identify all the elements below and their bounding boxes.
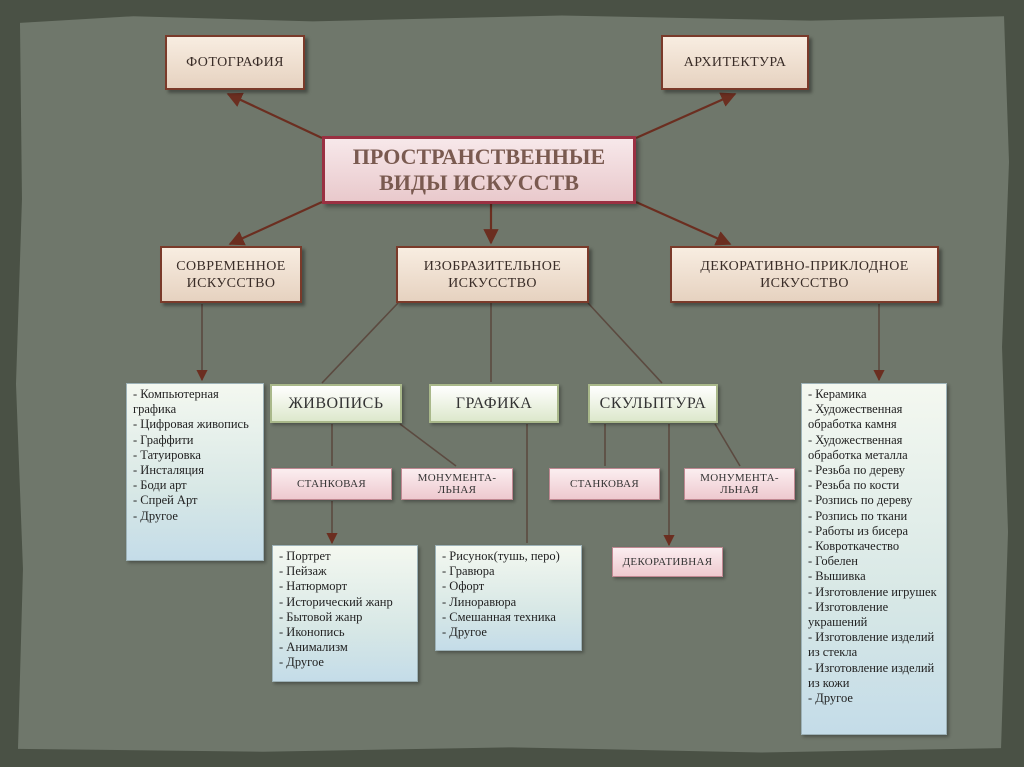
list-item: - Розпись по дереву	[808, 493, 913, 508]
list-item: - Офорт	[442, 579, 485, 594]
graphics-techniques-list: - Рисунок(тушь, перо) - Гравюра - Офорт …	[435, 545, 582, 651]
sculpture-easel-box: СТАНКОВАЯ	[549, 468, 660, 500]
modern-art-box: СОВРЕМЕННОЕ ИСКУССТВО	[160, 246, 302, 303]
list-item: - Изготовление игрушек	[808, 584, 937, 599]
list-item: - Боди арт	[133, 478, 187, 493]
list-item: - Работы из бисера	[808, 523, 909, 538]
arrow-to-modern	[228, 200, 323, 246]
list-item: - Изготовление изделий из кожи	[808, 660, 935, 690]
list-item: - Цифровая живопись	[133, 417, 249, 432]
list-item: - Вышивка	[808, 569, 866, 584]
list-item: - Другое	[279, 655, 324, 670]
list-item: - Другое	[442, 625, 487, 640]
list-item: - Бытовой жанр	[279, 609, 363, 624]
list-item: - Резьба по дереву	[808, 463, 905, 478]
line-sculpture-monumental	[714, 423, 741, 467]
painting-easel-box: СТАНКОВАЯ	[271, 468, 392, 500]
list-item: - Художественная обработка камня	[808, 402, 903, 432]
sculpture-monumental-box: МОНУМЕНТА-ЛЬНАЯ	[684, 468, 795, 500]
list-item: - Изготовление изделий из стекла	[808, 630, 935, 660]
line-fine-sculpture	[587, 302, 663, 384]
list-item: - Художественная обработка металла	[808, 432, 908, 462]
list-item: - Рисунок(тушь, перо)	[442, 549, 560, 563]
decorative-crafts-list: - Керамика - Художественная обработка ка…	[801, 383, 947, 735]
list-item: - Розпись по ткани	[808, 508, 908, 523]
photography-box: ФОТОГРАФИЯ	[165, 35, 305, 90]
painting-box: ЖИВОПИСЬ	[270, 384, 402, 423]
list-item: - Изготовление украшений	[808, 599, 889, 630]
sculpture-decorative-box: ДЕКОРАТИВНАЯ	[612, 547, 723, 577]
list-item: - Иконопись	[279, 625, 345, 640]
list-item: - Компьютерная графика	[133, 387, 219, 417]
list-item: - Натюрморт	[279, 579, 348, 594]
fine-art-box: ИЗОБРАЗИТЕЛЬНОЕ ИСКУССТВО	[396, 246, 589, 303]
decorative-art-box: ДЕКОРАТИВНО-ПРИКЛОДНОЕ ИСКУССТВО	[670, 246, 939, 303]
list-item: - Граффити	[133, 432, 194, 447]
list-item: - Инсталяция	[133, 463, 204, 478]
list-item: - Татуировка	[133, 447, 201, 462]
center-title-box: ПРОСТРАНСТВЕННЫЕ ВИДЫ ИСКУССТВ	[322, 136, 636, 204]
list-item: - Исторический жанр	[279, 594, 393, 609]
painting-genres-list: - Портрет - Пейзаж - Натюрморт - Историч…	[272, 545, 418, 682]
arrow-to-architecture	[635, 92, 737, 140]
list-item: - Ковроткачество	[808, 539, 900, 554]
arrow-to-decorative	[635, 200, 732, 246]
line-painting-monumental	[399, 423, 457, 467]
list-item: - Портрет	[279, 549, 331, 563]
list-item: - Линоравюра	[442, 594, 517, 609]
list-item: - Смешанная техника	[442, 609, 556, 624]
graphics-box: ГРАФИКА	[429, 384, 559, 423]
list-item: - Резьба по кости	[808, 478, 900, 493]
list-item: - Другое	[808, 691, 853, 706]
list-item: - Гобелен	[808, 554, 858, 569]
list-item: - Другое	[133, 508, 178, 523]
modern-art-list: - Компьютерная графика - Цифровая живопи…	[126, 383, 264, 561]
list-item: - Спрей Арт	[133, 493, 198, 508]
architecture-box: АРХИТЕКТУРА	[661, 35, 809, 90]
list-item: - Керамика	[808, 387, 867, 401]
painting-monumental-box: МОНУМЕНТА-ЛЬНАЯ	[401, 468, 513, 500]
line-fine-painting	[321, 302, 399, 384]
list-item: - Гравюра	[442, 564, 495, 579]
list-item: - Анимализм	[279, 640, 348, 655]
list-item: - Пейзаж	[279, 564, 327, 579]
arrow-to-photo	[226, 92, 323, 139]
sculpture-box: СКУЛЬПТУРА	[588, 384, 718, 423]
